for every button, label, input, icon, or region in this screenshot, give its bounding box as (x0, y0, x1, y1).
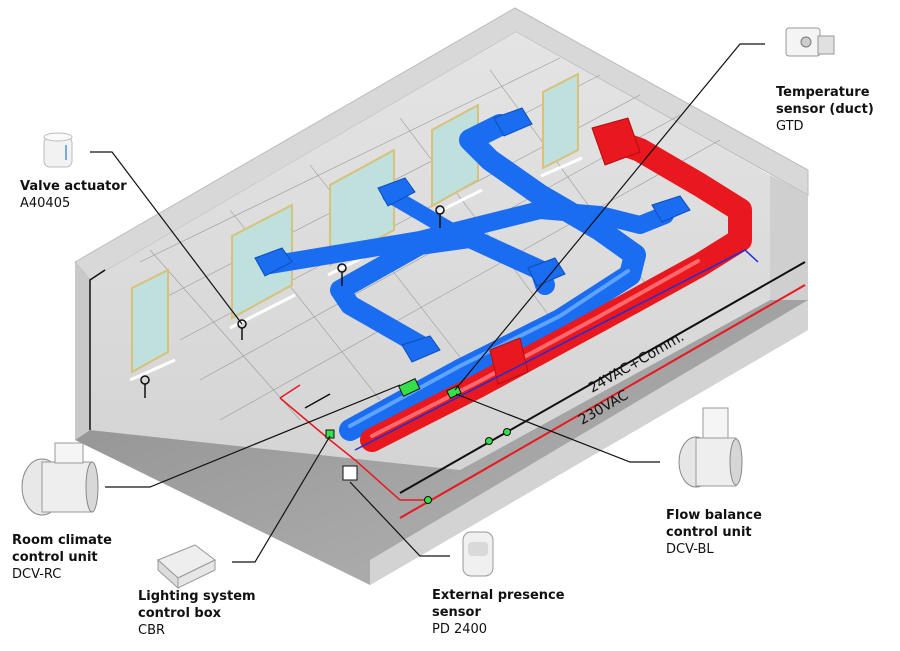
comm-wire (399, 261, 806, 494)
valve-actuator-picture (43, 132, 73, 168)
flow-balance-device (446, 385, 462, 399)
lighting-box-leader (232, 435, 331, 563)
diffuser (254, 247, 293, 277)
room-climate-title: Room climate control unit (12, 533, 112, 565)
lighting-box-picture (157, 544, 216, 590)
room-climate-label: Room climate control unit DCV-RC (12, 532, 112, 583)
supply-branch-duct (261, 201, 674, 274)
return-ductwork (360, 117, 752, 452)
lighting-box-title: Lighting system control box (138, 589, 256, 621)
flow-balance-label: Flow balance control unit DCV-BL (666, 507, 762, 558)
temperature-sensor-title: Temperature sensor (duct) (776, 85, 874, 117)
junction-dot (485, 437, 493, 445)
blue-signal-wire (354, 249, 759, 451)
presence-sensor-code: PD 2400 (432, 622, 488, 637)
room-climate-leader (105, 384, 401, 488)
flow-balance-title: Flow balance control unit (666, 508, 762, 540)
diffuser (377, 177, 416, 207)
valve-actuator-label: Valve actuator A40405 (20, 178, 127, 212)
right-floor-edge (370, 300, 808, 585)
valve-actuator-code: A40405 (20, 196, 71, 211)
valve-icon (237, 319, 247, 340)
left-wall (75, 262, 90, 440)
flow-balance-code: DCV-BL (666, 542, 714, 557)
diffuser (527, 257, 566, 287)
lighting-box-label: Lighting system control box CBR (138, 588, 256, 639)
valve-actuator-title: Valve actuator (20, 179, 127, 194)
room-climate-code: DCV-RC (12, 567, 62, 582)
valve-actuator-leader (90, 151, 243, 325)
junction-dot (503, 428, 511, 436)
flow-balance-leader (455, 393, 660, 463)
product-images (21, 27, 835, 590)
diffuser (651, 195, 691, 223)
return-highlight (370, 259, 700, 438)
valve-icon (435, 205, 445, 228)
right-wall (770, 175, 808, 300)
lighting-box-device (325, 429, 335, 439)
valve-icon (140, 375, 150, 398)
presence-sensor-leader (349, 481, 450, 557)
diffuser (401, 335, 441, 363)
valve-icon (337, 263, 347, 286)
lighting-box-code: CBR (138, 623, 166, 638)
window (329, 148, 395, 267)
presence-sensor-title: External presence sensor (432, 588, 565, 620)
black-wire-loop (89, 269, 331, 430)
red-wire-loop (279, 384, 430, 501)
presence-sensor-device (342, 465, 358, 481)
diffuser (493, 107, 533, 137)
duct-devices (325, 378, 462, 481)
return-box (489, 337, 529, 385)
temperature-sensor-code: GTD (776, 119, 804, 134)
room-climate-device (398, 378, 421, 397)
floor (75, 300, 808, 585)
presence-sensor-label: External presence sensor PD 2400 (432, 587, 565, 638)
window (542, 72, 579, 170)
room-climate-picture (21, 442, 99, 516)
temperature-sensor-leader (454, 43, 765, 391)
diffusers (254, 107, 691, 363)
flow-balance-picture (678, 407, 743, 488)
presence-sensor-picture (462, 531, 494, 577)
temperature-sensor-label: Temperature sensor (duct) GTD (776, 84, 874, 135)
junction-dot (424, 496, 432, 504)
temperature-sensor-picture (785, 27, 835, 57)
return-box (591, 117, 641, 166)
leader-lines (90, 43, 765, 563)
window (131, 268, 169, 374)
valves (140, 205, 445, 398)
supply-branch-duct (382, 187, 488, 248)
power-wire (399, 284, 806, 519)
wiring (89, 249, 806, 519)
